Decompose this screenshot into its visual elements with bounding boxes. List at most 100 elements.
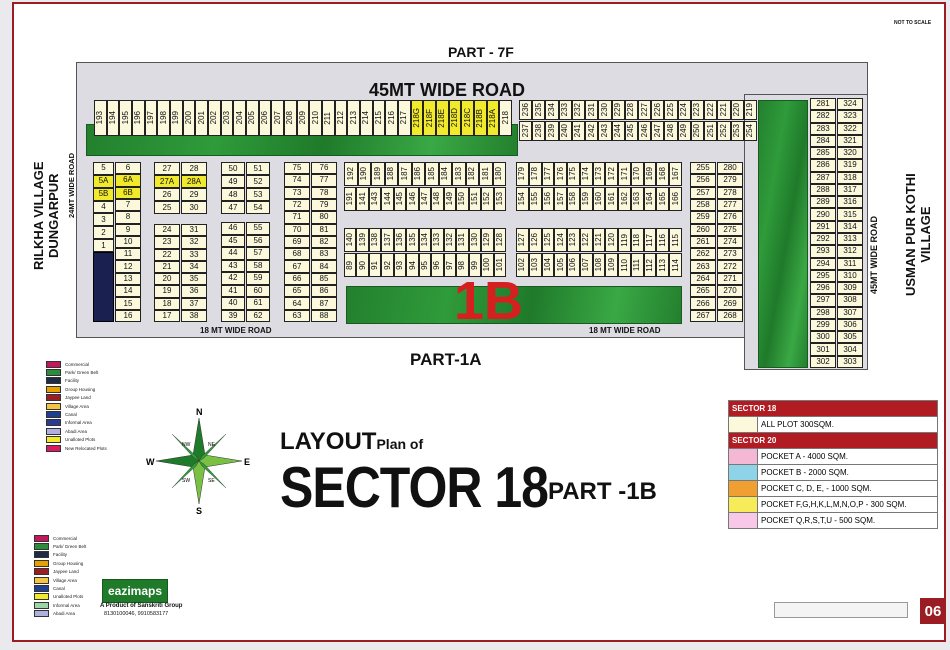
plot-109: 109	[605, 253, 619, 277]
plot-163: 163	[630, 187, 644, 211]
plot-number: 180	[494, 167, 504, 181]
plot-number: 88	[319, 310, 329, 320]
plot-208: 208	[284, 100, 297, 136]
plot-72: 72	[284, 198, 310, 212]
plot-211: 211	[322, 100, 335, 136]
plot-number: 89	[345, 260, 355, 270]
plot-number: 201	[196, 111, 206, 125]
village-right-label: USMAN PUR KOTHI VILLAGE	[903, 173, 934, 296]
legend-item: Commercial	[46, 360, 89, 368]
plot-102: 102	[516, 253, 529, 277]
plot-107: 107	[579, 253, 593, 277]
plot-156: 156	[541, 187, 555, 211]
plot-number: 29	[189, 189, 199, 199]
plot-number: 264	[696, 273, 710, 283]
plot-number: 313	[843, 234, 857, 244]
plot-28: 28	[181, 162, 207, 175]
plot-113: 113	[656, 253, 670, 277]
plot-243: 243	[598, 121, 612, 141]
pocket-label: POCKET C, D, E, - 1000 SQM.	[757, 480, 938, 497]
plot-number: 224	[679, 103, 689, 117]
legend-item: Group Housing	[34, 559, 83, 567]
legend-swatch	[46, 427, 61, 435]
plot-number: 263	[696, 261, 710, 271]
title-part: PART -1B	[548, 478, 657, 505]
legend-swatch	[46, 410, 61, 418]
plot-number: 284	[816, 135, 830, 145]
plot-75: 75	[284, 162, 310, 175]
plot-number: 45	[228, 235, 238, 245]
plot-152: 152	[481, 187, 494, 211]
village-right-line2: VILLAGE	[917, 206, 933, 263]
plot-number: 165	[657, 192, 667, 206]
plot-number: 225	[666, 103, 676, 117]
plot-number: 185	[426, 167, 436, 181]
plot-number: 44	[228, 248, 238, 258]
plot-number: 169	[645, 167, 655, 181]
plot-number: 158	[568, 192, 578, 206]
plot-238: 238	[532, 121, 546, 141]
plot-43: 43	[221, 259, 245, 272]
plot-204: 204	[233, 100, 246, 136]
plot-number: 310	[843, 270, 857, 280]
plot-16: 16	[115, 309, 141, 322]
plot-324: 324	[837, 98, 863, 111]
plot-number: 5B	[98, 189, 109, 199]
plot-number: 40	[228, 298, 238, 308]
plot-number: 69	[292, 236, 302, 246]
plot-number: 138	[370, 233, 380, 247]
legend-swatch	[34, 593, 49, 601]
plot-117: 117	[643, 228, 657, 252]
plot-320: 320	[837, 147, 863, 160]
plot-228: 228	[624, 100, 638, 120]
plot-number: 282	[816, 111, 830, 121]
plot-218C: 218C	[461, 100, 474, 136]
plot-59: 59	[246, 272, 270, 285]
legend-item: Informal Area	[34, 601, 80, 609]
plot-21: 21	[154, 260, 180, 273]
plot-132: 132	[443, 228, 457, 252]
plot-number: 191	[345, 192, 355, 206]
plot-number: 275	[723, 224, 737, 234]
plot-number: 99	[469, 260, 479, 270]
plot-27: 27	[154, 162, 180, 175]
plot-number: 190	[359, 167, 369, 181]
plot-222: 222	[704, 100, 718, 120]
road-right-label: 45MT WIDE ROAD	[869, 215, 879, 294]
plot-91: 91	[368, 253, 382, 277]
plot-number: 36	[189, 286, 199, 296]
legend-label: Village Area	[65, 403, 89, 409]
plot-number: 109	[606, 258, 616, 272]
plot-number: 116	[657, 233, 667, 247]
plot-205: 205	[246, 100, 259, 136]
plot-40: 40	[221, 297, 245, 310]
plot-number: 161	[606, 192, 616, 206]
plot-200: 200	[182, 100, 196, 136]
plot-number: 160	[593, 192, 603, 206]
plot-306: 306	[837, 318, 863, 332]
plot-126: 126	[528, 228, 542, 252]
plot-number: 102	[517, 258, 527, 272]
plot-70: 70	[284, 223, 310, 236]
compass-ne: NE	[208, 442, 216, 448]
plot-115: 115	[669, 228, 682, 252]
plot-number: 10	[123, 236, 133, 246]
plot-264: 264	[690, 272, 716, 286]
plot-27A: 27A	[154, 175, 180, 188]
plot-248: 248	[664, 121, 678, 141]
plot-197: 197	[144, 100, 158, 136]
plot-number: 112	[645, 258, 655, 272]
plot-number: 152	[482, 192, 492, 206]
plot-number: 274	[723, 236, 737, 246]
plot-number: 181	[480, 167, 490, 181]
plot-number: 301	[816, 344, 830, 354]
plot-154: 154	[516, 187, 529, 211]
plot-number: 4	[101, 201, 106, 211]
plot-39: 39	[221, 309, 245, 322]
plot-291: 291	[810, 220, 836, 233]
plot-321: 321	[837, 134, 863, 148]
